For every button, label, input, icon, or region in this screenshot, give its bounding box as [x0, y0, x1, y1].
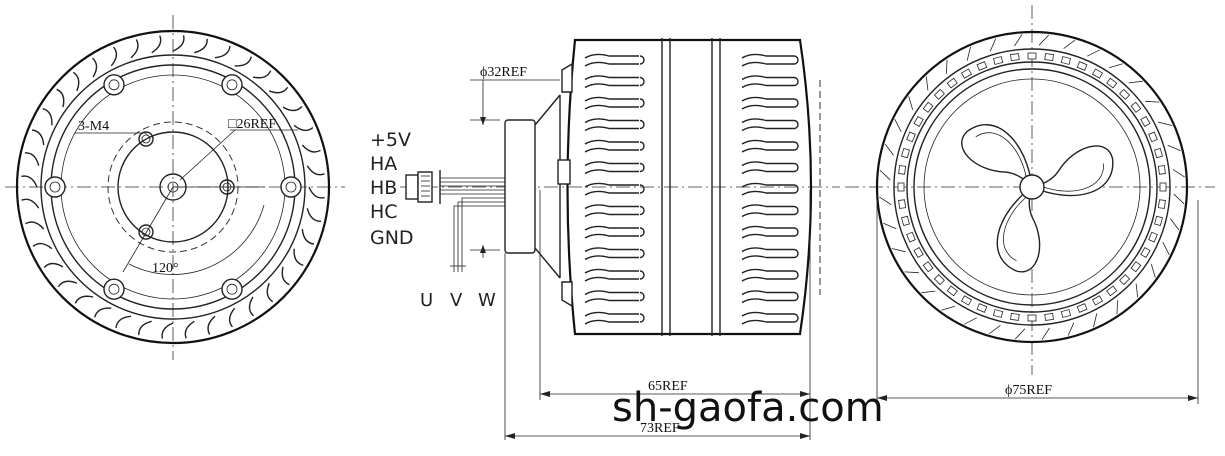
length-inner-label: 65REF — [648, 379, 688, 394]
rear-view: 3-M4 □26REF 120° — [5, 15, 345, 360]
rear-tread-pattern — [21, 35, 325, 339]
fan-hub — [1019, 174, 1045, 200]
phase-label-w: W — [478, 290, 496, 311]
hall-connector — [405, 170, 441, 204]
front-tire-outer — [875, 30, 1189, 344]
square-ref-label: □26REF — [228, 117, 276, 132]
angle-label: 120° — [152, 261, 179, 276]
wire-label-hb: HB — [370, 177, 397, 199]
wire-label-5v: +5V — [370, 129, 411, 151]
phase-label-v: V — [450, 290, 463, 311]
angle-arc — [128, 204, 265, 275]
outer-diameter-label: ϕ75REF — [1005, 383, 1052, 398]
thread-label: 3-M4 — [78, 119, 109, 134]
side-view: +5V HA HB HC GND U V W ϕ32REF 65REF — [370, 38, 840, 440]
shaft-end-cap — [504, 119, 536, 254]
watermark-text: sh-gaofa.com — [612, 385, 884, 431]
side-body-outline — [566, 38, 813, 336]
length-outer-label: 73REF — [640, 421, 680, 436]
length-dimensions: 65REF 73REF — [504, 190, 811, 440]
front-rim — [906, 61, 1158, 313]
rear-tire-outer — [15, 29, 331, 345]
fan-blades — [961, 124, 1114, 273]
front-view: ϕ75REF — [845, 5, 1215, 404]
m4-hole-top — [138, 131, 154, 147]
wire-label-ha: HA — [370, 153, 397, 175]
shaft-diameter-dimension: ϕ32REF — [470, 65, 560, 258]
rear-bolt-circle — [44, 74, 302, 300]
side-tread-slots — [584, 53, 799, 325]
phase-label-u: U — [420, 290, 433, 311]
shaft-diameter-label: ϕ32REF — [480, 65, 527, 80]
wire-label-gnd: GND — [370, 227, 414, 249]
front-tread-blocks — [879, 34, 1185, 340]
wire-label-hc: HC — [370, 201, 398, 223]
outer-diameter-dimension: ϕ75REF — [876, 200, 1199, 404]
m4-hole-bottom — [138, 224, 154, 240]
rear-tire-inner — [40, 54, 306, 320]
wire-bundle — [440, 177, 505, 272]
